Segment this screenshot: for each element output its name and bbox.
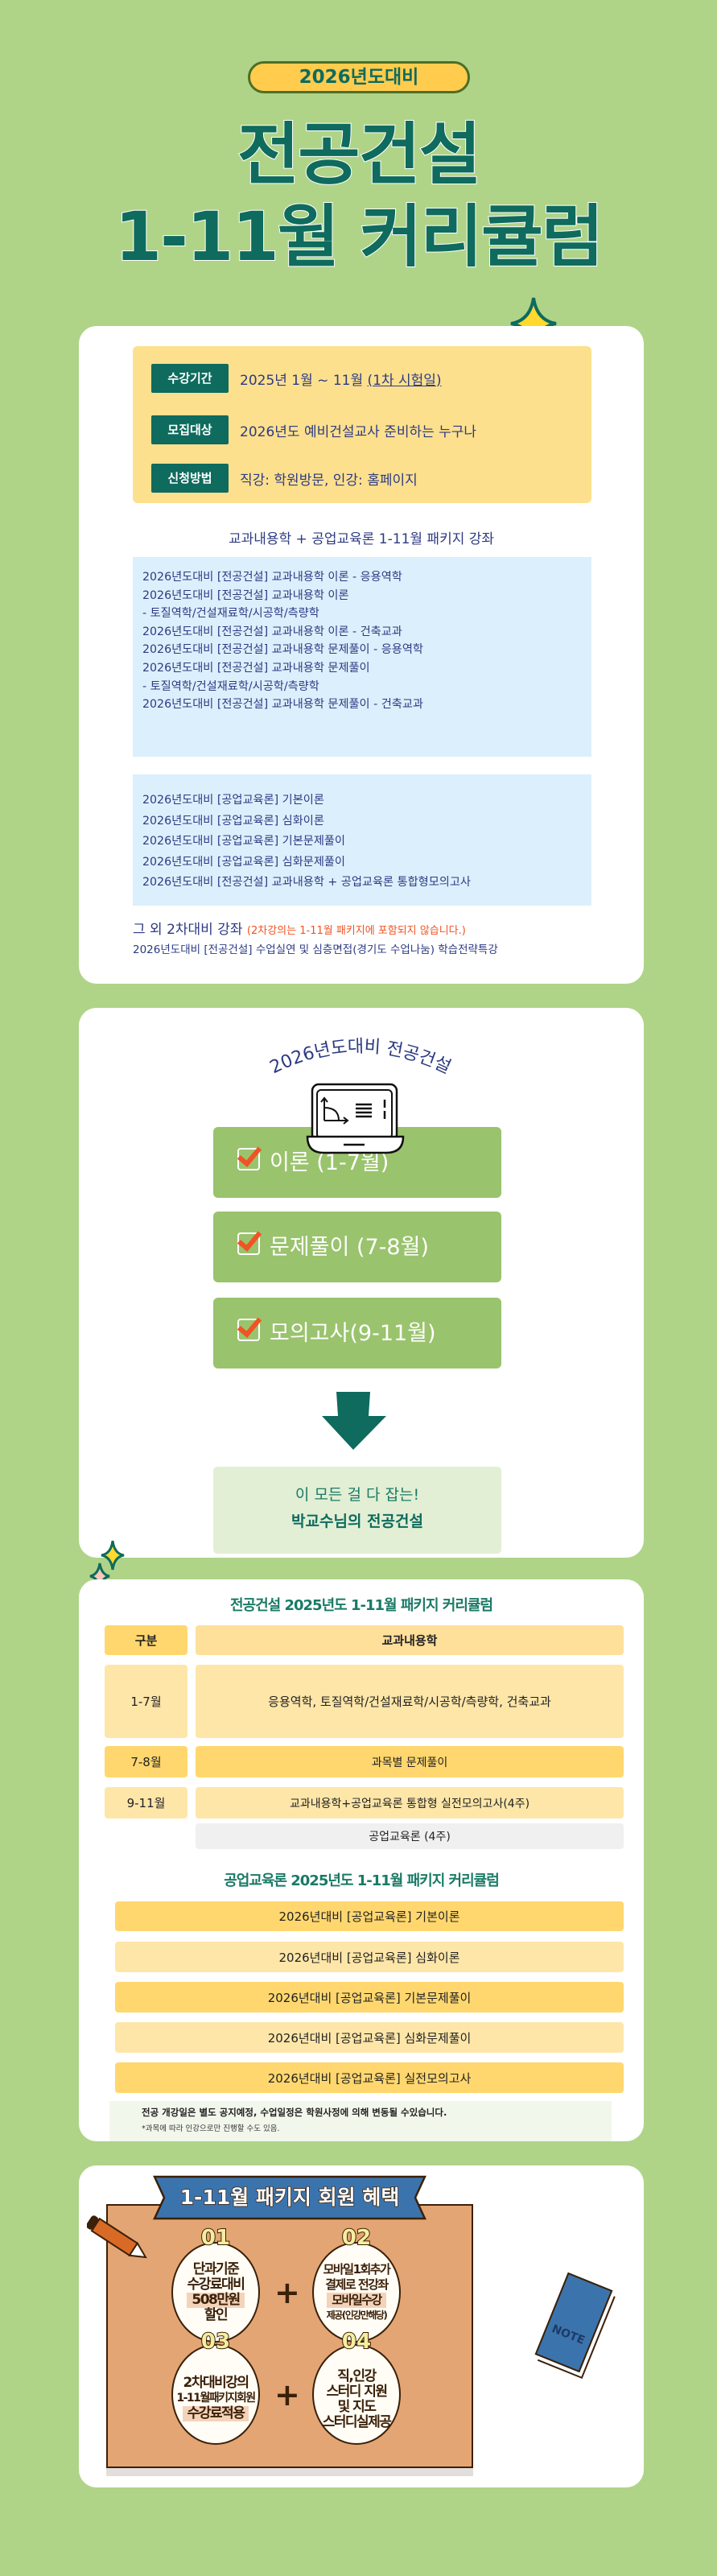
stage-label: 문제풀이 (7-8월)	[270, 1235, 429, 1260]
info-label: 모집대상	[151, 415, 229, 444]
info-value: 2026년도 예비건설교사 준비하는 누구나	[240, 423, 477, 440]
list-item: 2026년도대비 [전공건설] 교과내용학 이론	[142, 588, 349, 602]
info-value: 2025년 1월 ~ 11월 (1차 시험일)	[240, 372, 442, 389]
list-item: 2026년도대비 [전공건설] 교과내용학 이론 - 응용역학	[142, 571, 402, 584]
page-title-line1: 전공건설	[237, 115, 482, 194]
info-row-period: 수강기간 2025년 1월 ~ 11월 (1차 시험일)	[151, 364, 442, 393]
checkbox-checked-icon	[237, 1232, 260, 1255]
year-badge: 2026년도대비	[248, 61, 470, 93]
table-header-content: 교과내용학	[196, 1625, 624, 1655]
checkbox-checked-icon	[237, 1319, 260, 1341]
checkbox-checked-icon	[237, 1148, 260, 1170]
info-value: 직강: 학원방문, 인강: 홈페이지	[240, 472, 418, 489]
benefits-title: 1-11월 패키지 회원 혜택	[179, 2185, 400, 2210]
slogan-box: 이 모든 걸 다 잡는! 박교수님의 전공건설	[213, 1467, 501, 1554]
pencil-icon	[87, 2215, 147, 2259]
table-header-period: 구분	[105, 1625, 187, 1655]
table-cell-content: 교과내용학+공업교육론 통합형 실전모의고사(4주)	[196, 1787, 624, 1818]
slogan-line2: 박교수님의 전공건설	[291, 1513, 423, 1530]
list-item: 2026년대비 [공업교육론] 실전모의고사	[115, 2062, 624, 2093]
plus-icon: +	[274, 2275, 300, 2310]
page-title-line2: 1-11월 커리큘럼	[114, 197, 605, 276]
curriculum-title-2: 공업교육론 2025년도 1-11월 패키지 커리큘럼	[224, 1872, 500, 1889]
list-item: 2026년대비 [공업교육론] 심화문제풀이	[115, 2022, 624, 2053]
notepad-label: NOTE	[550, 2322, 587, 2347]
list-item: 2026년대비 [공업교육론] 심화이론	[115, 1942, 624, 1972]
benefit-number: 03	[200, 2330, 231, 2354]
course-list-major: 2026년도대비 [전공건설] 교과내용학 이론 - 응용역학 2026년도대비…	[133, 557, 591, 757]
stage-practice: 문제풀이 (7-8월)	[213, 1212, 501, 1282]
slogan-line1: 이 모든 걸 다 잡는!	[295, 1486, 420, 1504]
course-list-education: 2026년도대비 [공업교육론] 기본이론 2026년도대비 [공업교육론] 심…	[133, 774, 591, 906]
stage-mock-exam: 모의고사(9-11월)	[213, 1298, 501, 1368]
table-cell-sub: 공업교육론 (4주)	[196, 1823, 624, 1849]
arc-title: 2026년도대비 전공건설	[267, 1037, 454, 1078]
benefit-number: 04	[341, 2330, 372, 2354]
notice-text: 전공 개강일은 별도 공지예정, 수업일정은 학원사정에 의해 변동될 수있습니…	[142, 2107, 447, 2118]
info-row-target: 모집대상 2026년도 예비건설교사 준비하는 누구나	[151, 415, 476, 444]
cork-board	[106, 2204, 473, 2468]
list-item: - 토질역학/건설재료학/시공학/측량학	[142, 679, 319, 693]
info-row-apply: 신청방법 직강: 학원방문, 인강: 홈페이지	[151, 464, 418, 493]
list-item: 2026년도대비 [공업교육론] 심화문제풀이	[142, 855, 345, 869]
table-cell-content: 과목별 문제풀이	[196, 1746, 624, 1777]
list-item: 2026년도대비 [공업교육론] 기본문제풀이	[142, 835, 345, 848]
course-info-box: 수강기간 2025년 1월 ~ 11월 (1차 시험일) 모집대상 2026년도…	[133, 346, 591, 503]
extra-course-note: (2차강의는 1-11월 패키지에 포함되지 않습니다.)	[246, 925, 466, 937]
extra-course-item: 2026년도대비 [전공건설] 수업실연 및 심층면접(경기도 수업나눔) 학습…	[133, 943, 498, 956]
curriculum-title: 전공건설 2025년도 1-11월 패키지 커리큘럼	[229, 1597, 493, 1614]
list-item: 2026년도대비 [공업교육론] 기본이론	[142, 794, 324, 807]
list-item: 2026년도대비 [전공건설] 교과내용학 문제풀이 - 응용역학	[142, 643, 423, 657]
course-info-card: 수강기간 2025년 1월 ~ 11월 (1차 시험일) 모집대상 2026년도…	[79, 326, 644, 984]
info-label: 수강기간	[151, 364, 229, 393]
table-cell-content: 응용역학, 토질역학/건설재료학/시공학/측량학, 건축교과	[196, 1665, 624, 1738]
notepad-icon: NOTE	[534, 2272, 613, 2373]
curriculum-card: 전공건설 2025년도 1-11월 패키지 커리큘럼 구분 교과내용학 1-7월…	[79, 1579, 644, 2141]
list-item: 2026년대비 [공업교육론] 기본이론	[115, 1901, 624, 1931]
list-item: 2026년도대비 [전공건설] 교과내용학 + 공업교육론 통합형모의고사	[142, 876, 471, 889]
list-item: 2026년도대비 [전공건설] 교과내용학 이론 - 건축교과	[142, 625, 402, 638]
svg-text:2026년도대비 전공건설: 2026년도대비 전공건설	[267, 1037, 454, 1078]
plus-icon: +	[274, 2377, 300, 2413]
table-cell-period: 9-11월	[105, 1787, 187, 1818]
stages-card: 2026년도대비 전공건설 이론 (1-7월) 문제풀이 (7-8월) 모의고사…	[79, 1008, 644, 1558]
benefit-number: 01	[200, 2226, 231, 2250]
list-item: 2026년대비 [공업교육론] 기본문제풀이	[115, 1982, 624, 2013]
list-item: - 토질역학/건설재료학/시공학/측량학	[142, 607, 319, 621]
table-cell-period: 1-7월	[105, 1665, 187, 1738]
arrow-down-icon	[322, 1392, 386, 1450]
extra-course-title: 그 외 2차대비 강좌 (2차강의는 1-11월 패키지에 포함되지 않습니다.…	[133, 922, 466, 938]
stage-theory: 이론 (1-7월)	[213, 1127, 501, 1198]
list-item: 2026년도대비 [전공건설] 교과내용학 문제풀이	[142, 661, 370, 675]
notice-box: 전공 개강일은 별도 공지예정, 수업일정은 학원사정에 의해 변동될 수있습니…	[109, 2101, 612, 2141]
list-item: 2026년도대비 [전공건설] 교과내용학 문제풀이 - 건축교과	[142, 698, 423, 712]
stage-label: 모의고사(9-11월)	[270, 1321, 436, 1346]
table-cell-period: 7-8월	[105, 1746, 187, 1777]
package-title: 교과내용학 + 공업교육론 1-11월 패키지 강좌	[228, 531, 495, 547]
stage-label: 이론 (1-7월)	[270, 1150, 389, 1175]
benefit-number: 02	[341, 2226, 372, 2250]
title-ribbon	[153, 2175, 426, 2220]
list-item: 2026년도대비 [공업교육론] 심화이론	[142, 814, 324, 828]
notice-subtext: *과목에 따라 인강으로만 진행할 수도 있음.	[142, 2124, 280, 2133]
laptop-icon	[306, 1083, 405, 1154]
info-label: 신청방법	[151, 464, 229, 493]
